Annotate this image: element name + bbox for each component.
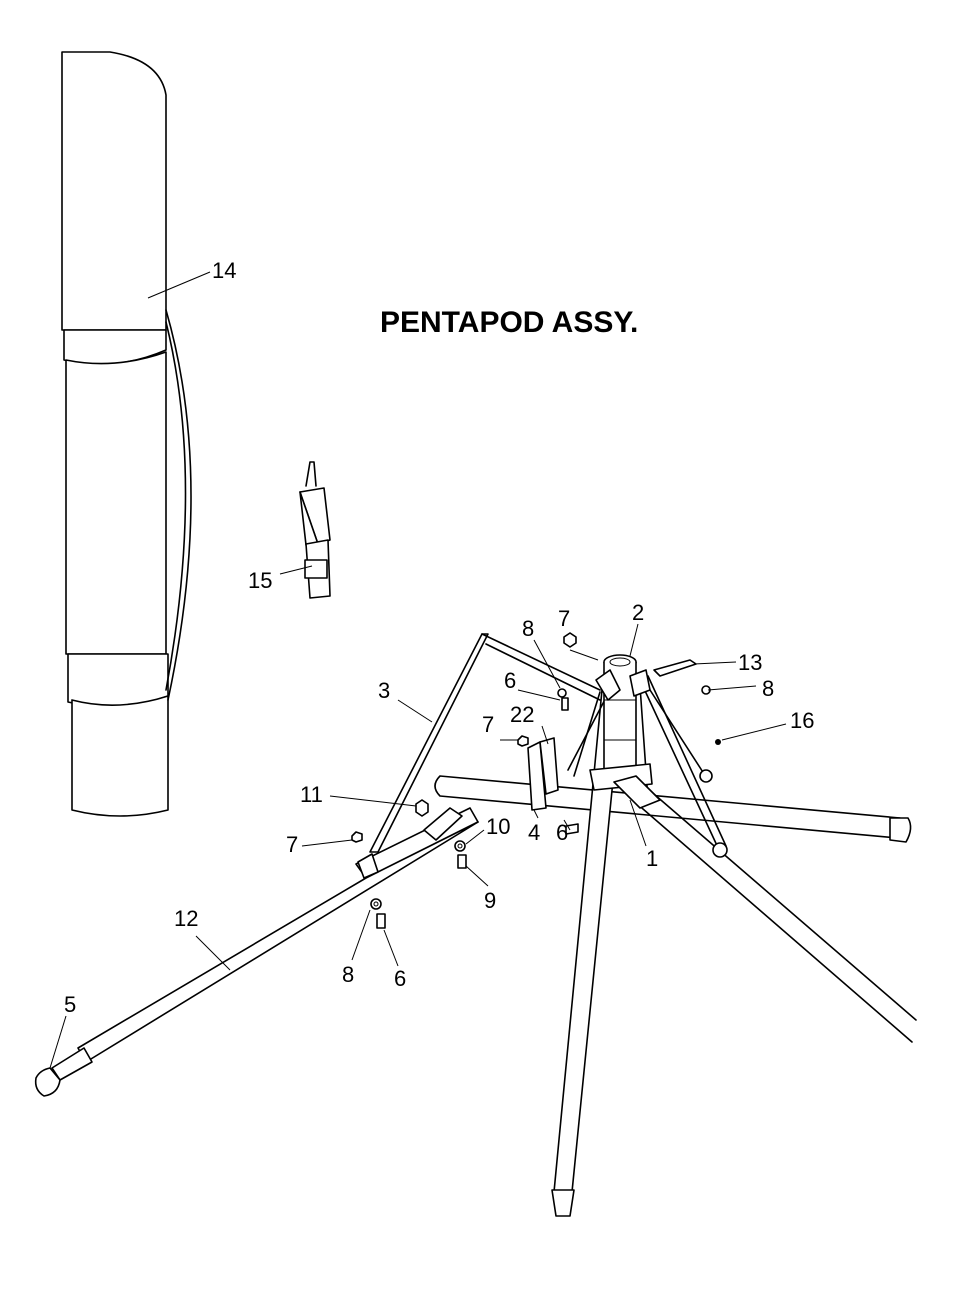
callout-14: 14 xyxy=(212,258,236,283)
callout-16: 16 xyxy=(790,708,814,733)
callout-22: 22 xyxy=(510,702,534,727)
callout-7-top: 7 xyxy=(558,606,570,631)
callout-4: 4 xyxy=(528,820,540,845)
leg-brace-3 xyxy=(369,633,601,853)
callout-1: 1 xyxy=(646,846,658,871)
callout-2: 2 xyxy=(632,600,644,625)
callout-5: 5 xyxy=(64,992,76,1017)
callout-13: 13 xyxy=(738,650,762,675)
leader-lines xyxy=(49,271,787,1069)
callout-15: 15 xyxy=(248,568,272,593)
center-hub xyxy=(589,654,697,809)
leg-right xyxy=(627,781,917,1043)
carrying-case xyxy=(61,51,192,817)
callout-6-mid: 6 xyxy=(556,820,568,845)
callout-10: 10 xyxy=(486,814,510,839)
callout-8-lower: 8 xyxy=(342,962,354,987)
callout-8-right: 8 xyxy=(762,676,774,701)
callout-12: 12 xyxy=(174,906,198,931)
callout-7-mid: 7 xyxy=(482,712,494,737)
hardware xyxy=(351,632,721,929)
leg-12 xyxy=(34,807,479,1097)
callout-labels: 14 15 3 8 7 2 13 8 6 22 7 16 11 10 7 4 6… xyxy=(64,258,814,1017)
diagram-title: PENTAPOD ASSY. xyxy=(380,306,638,339)
callout-3: 3 xyxy=(378,678,390,703)
callout-11: 11 xyxy=(300,782,323,807)
callout-6-lower: 6 xyxy=(394,966,406,991)
callout-9: 9 xyxy=(484,888,496,913)
shoulder-strap xyxy=(299,461,331,599)
callout-6-top: 6 xyxy=(504,668,516,693)
bracket-4 xyxy=(527,737,559,811)
callout-8-top: 8 xyxy=(522,616,534,641)
callout-7-left: 7 xyxy=(286,832,298,857)
